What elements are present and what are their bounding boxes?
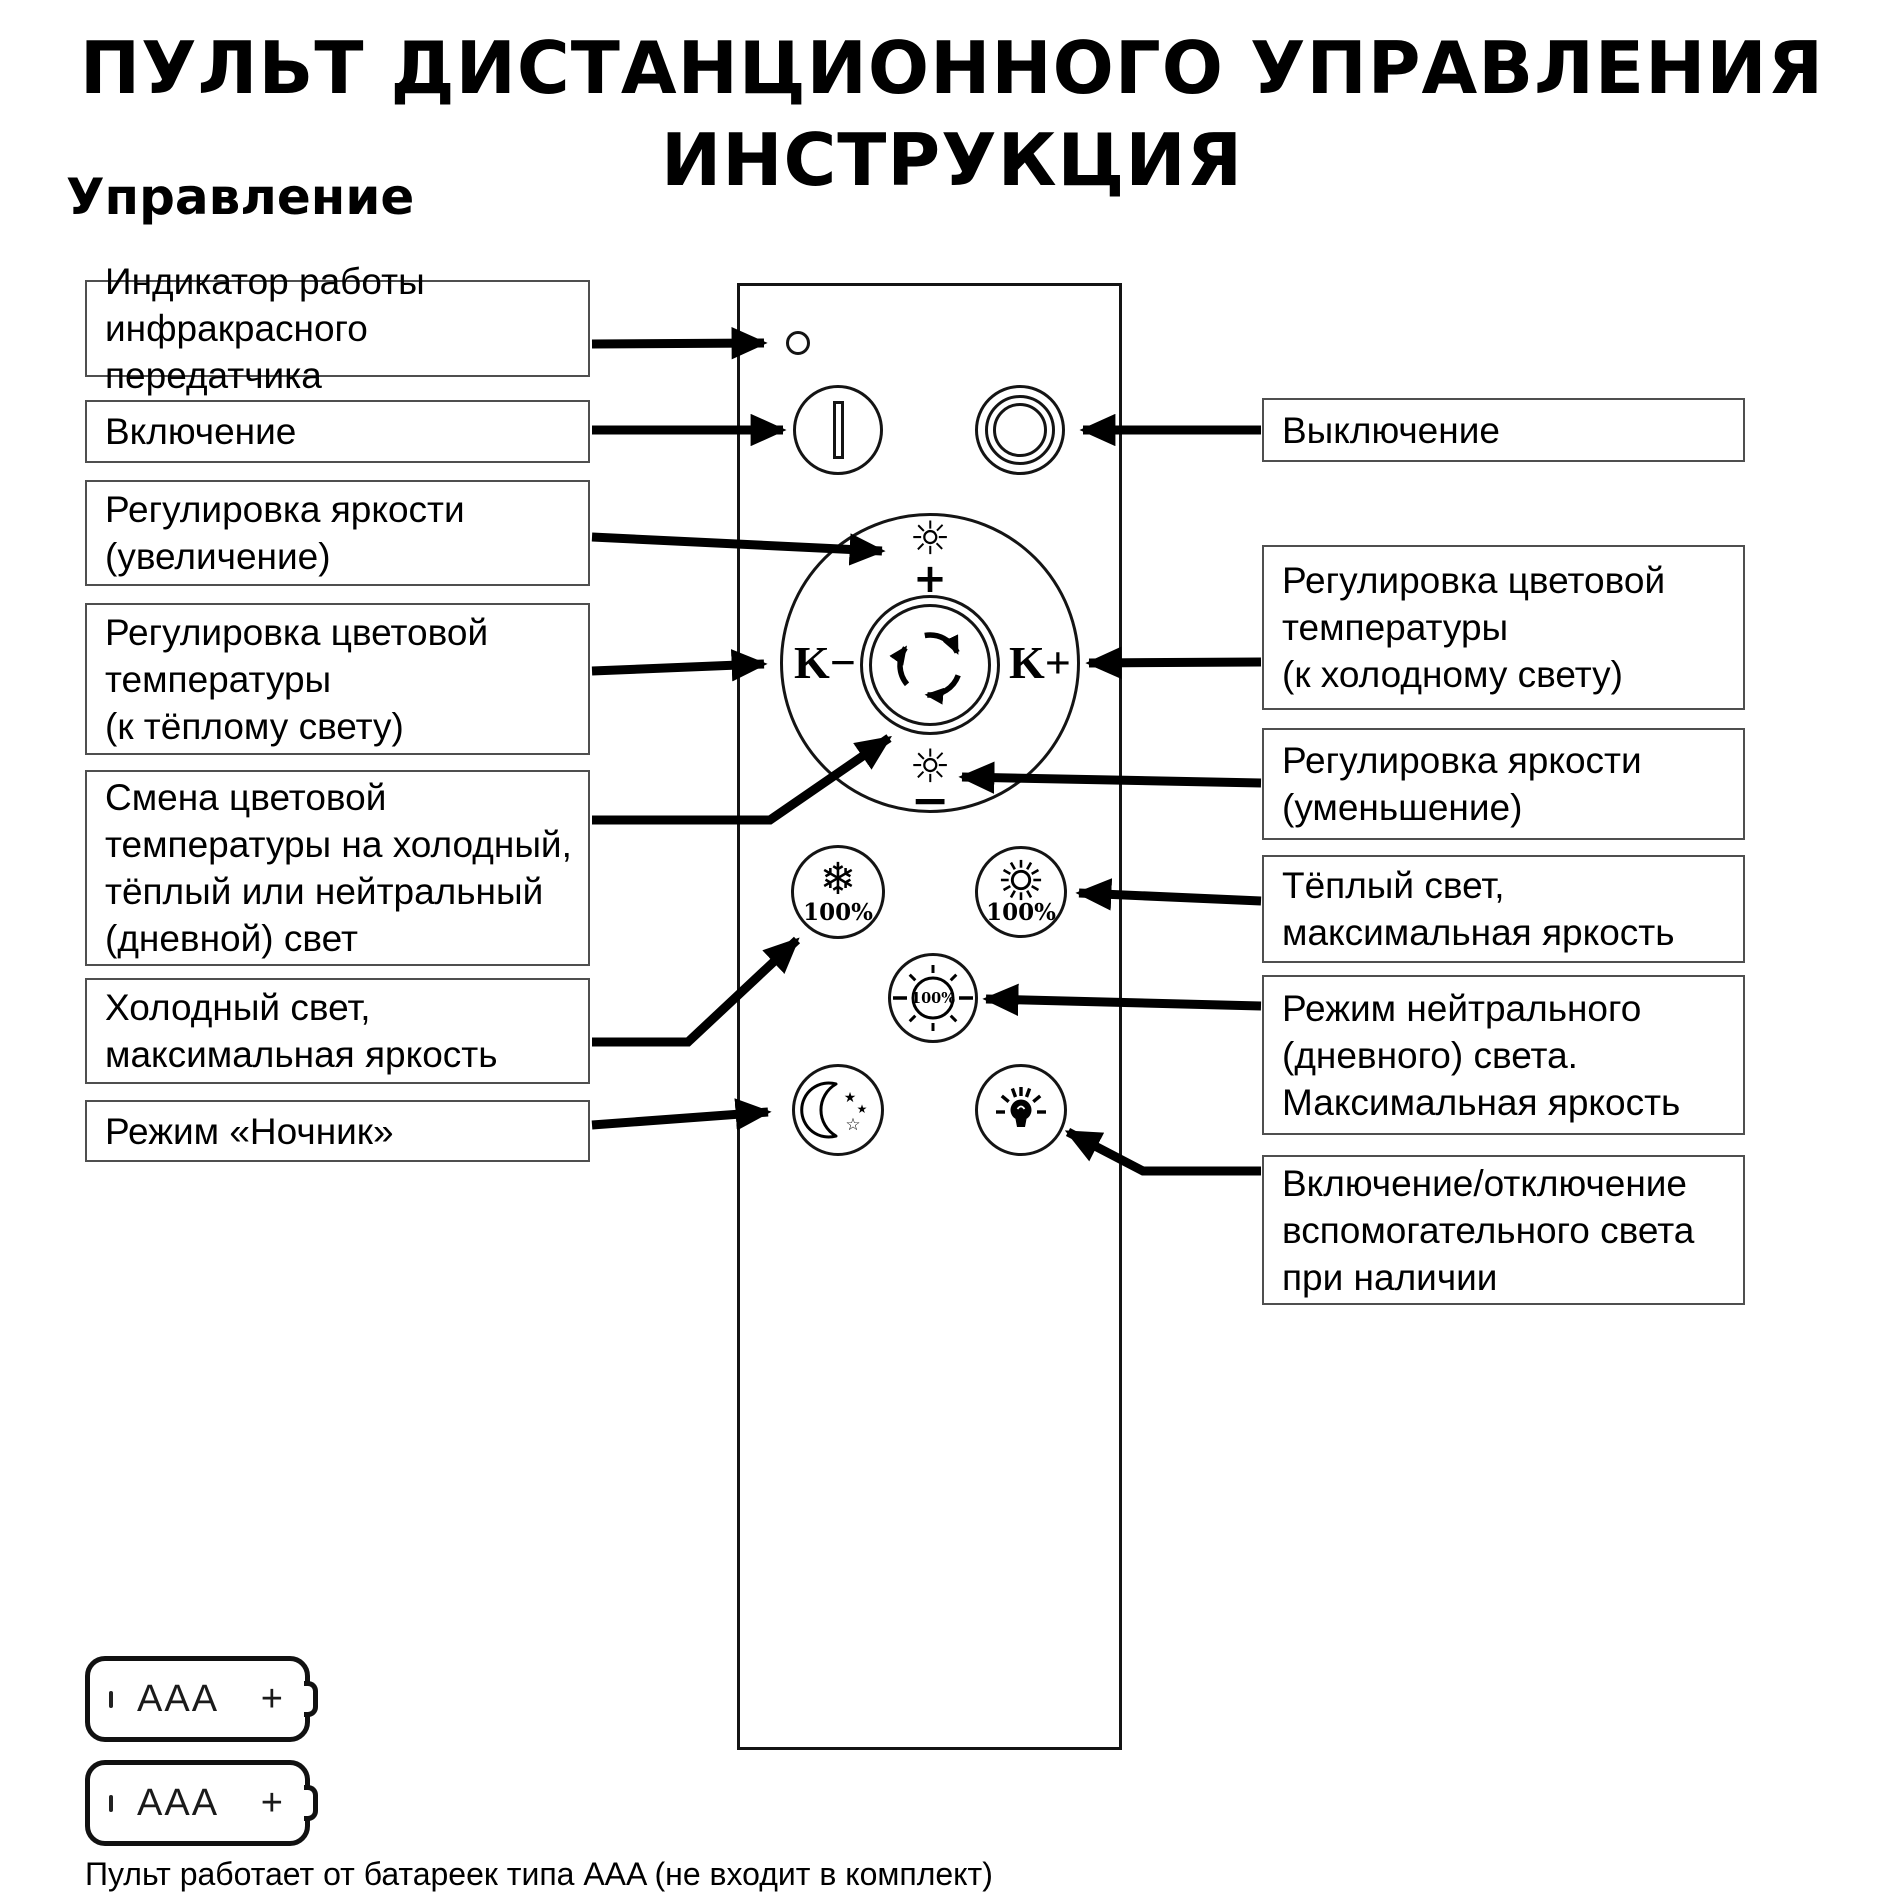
cold-max-button: ❄ 100% — [791, 845, 885, 939]
brightness-down-sun-icon: ☼ — [909, 739, 951, 793]
page-title-line2: ИНСТРУКЦИЯ — [660, 118, 1244, 202]
k-plus-label: K+ — [1009, 637, 1071, 688]
page-title-line1: ПУЛЬТ ДИСТАНЦИОННОГО УПРАВЛЕНИЯ — [79, 26, 1825, 110]
section-heading: Управление — [66, 168, 415, 226]
power-off-button — [975, 385, 1065, 475]
night-mode-button: ★ ★ ☆ — [792, 1064, 884, 1156]
callout-cold-max: Холодный свет, максимальная яркость — [85, 978, 590, 1084]
brightness-down-minus-sign: − — [910, 773, 950, 827]
callout-brightness-up: Регулировка яркости (увеличение) — [85, 480, 590, 586]
moon-icon: ★ ★ ☆ — [800, 1081, 868, 1139]
callout-temp-cold: Регулировка цветовой температуры (к холо… — [1262, 545, 1745, 710]
cold-max-percent: 100% — [803, 899, 873, 926]
callout-aux-light: Включение/отключение вспомогательного св… — [1262, 1155, 1745, 1305]
callout-neutral-max: Режим нейтрального (дневного) света. Мак… — [1262, 975, 1745, 1135]
battery-icon: AAA + — [85, 1656, 318, 1742]
star-icon: ☆ — [845, 1115, 860, 1135]
warm-sun-icon — [1000, 859, 1042, 901]
star-icon: ★ — [857, 1102, 868, 1116]
color-cycle-inner-ring — [869, 604, 991, 726]
battery-minus-terminal-icon — [109, 1690, 113, 1708]
callout-power-off: Выключение — [1262, 398, 1745, 462]
callout-warm-max: Тёплый свет, максимальная яркость — [1262, 855, 1745, 963]
warm-max-percent: 100% — [986, 899, 1056, 926]
color-cycle-button — [860, 595, 1000, 735]
power-off-core-icon — [993, 403, 1047, 457]
snowflake-icon: ❄ — [819, 854, 857, 905]
battery-type-label: AAA — [137, 1781, 220, 1824]
callout-brightness-down: Регулировка яркости (уменьшение) — [1262, 728, 1745, 840]
battery-plus-label: + — [260, 1677, 283, 1720]
callout-temp-warm: Регулировка цветовой температуры (к тёпл… — [85, 603, 590, 755]
power-off-ring-icon — [985, 395, 1055, 465]
battery-note: Пульт работает от батареек типа AAA (не … — [85, 1856, 993, 1892]
callout-power-on: Включение — [85, 400, 590, 463]
star-icon: ★ — [844, 1090, 857, 1106]
k-minus-label: K− — [794, 637, 856, 688]
aux-light-button — [975, 1064, 1067, 1156]
battery-terminal-nub-icon — [304, 1681, 318, 1717]
neutral-max-percent: 100% — [911, 990, 955, 1007]
neutral-sun-icon: 100% — [893, 965, 973, 1031]
brightness-up-plus-sign: + — [913, 556, 947, 602]
brightness-up-sun-icon: ☼ — [909, 511, 951, 565]
battery-minus-terminal-icon — [109, 1794, 113, 1812]
ir-indicator-light — [786, 331, 810, 355]
battery-terminal-nub-icon — [304, 1785, 318, 1821]
battery-icon: AAA + — [85, 1760, 318, 1846]
power-on-bar-icon — [832, 401, 844, 459]
cycle-arrows-icon — [889, 632, 961, 705]
battery-type-label: AAA — [137, 1677, 220, 1720]
power-on-button — [793, 385, 883, 475]
callout-ir-indicator: Индикатор работы инфракрасного передатчи… — [85, 261, 590, 396]
battery-plus-label: + — [260, 1781, 283, 1824]
neutral-max-button: 100% — [888, 953, 978, 1043]
callout-night-mode: Режим «Ночник» — [85, 1100, 590, 1162]
callout-temp-cycle: Смена цветовой температуры на холодный, … — [85, 770, 590, 966]
bulb-icon — [996, 1087, 1046, 1127]
warm-max-button: 100% — [975, 846, 1067, 938]
